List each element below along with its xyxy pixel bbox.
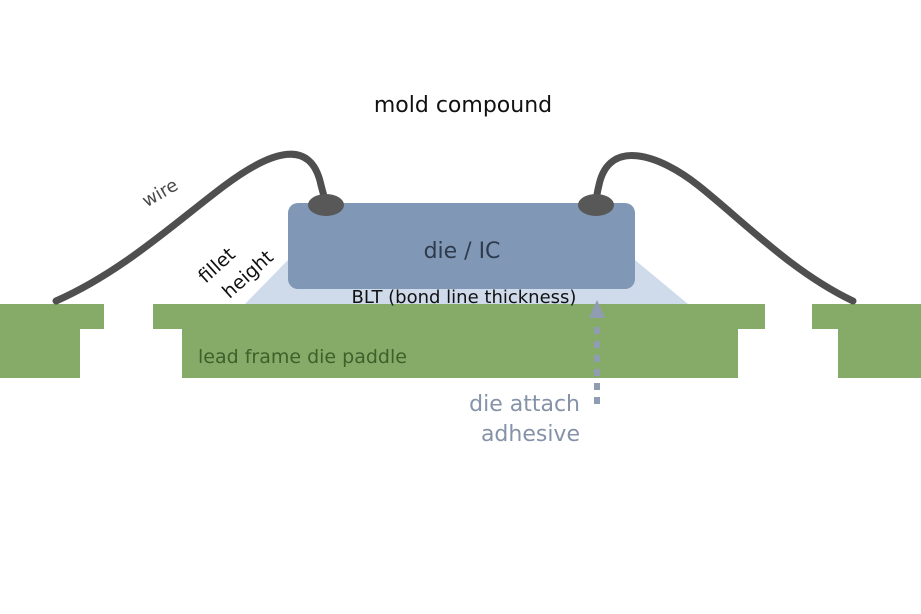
die-ic-label: die / IC	[424, 239, 501, 264]
right-bond-wire	[592, 152, 857, 305]
die-attach-arrow	[589, 300, 605, 404]
left-bond-wire	[52, 150, 330, 305]
mold-compound-label: mold compound	[374, 93, 552, 118]
bond-wires	[52, 150, 857, 305]
die-attach-arrow-head	[589, 300, 605, 318]
blt-label: BLT (bond line thickness)	[352, 287, 577, 308]
wire-label: wire	[139, 175, 182, 212]
lead-frame	[0, 304, 921, 378]
left-bond-ball	[308, 194, 344, 216]
lead-frame-label: lead frame die paddle	[198, 346, 407, 368]
die-attach-label-line-1: die attach	[469, 392, 580, 417]
lead-frame-die-paddle	[153, 304, 765, 378]
lead-frame-right-lead	[812, 304, 921, 378]
die-ic-block	[288, 203, 635, 289]
right-bond-ball	[578, 194, 614, 216]
lead-frame-left-lead	[0, 304, 104, 378]
die-attach-label-line-2: adhesive	[481, 422, 580, 447]
